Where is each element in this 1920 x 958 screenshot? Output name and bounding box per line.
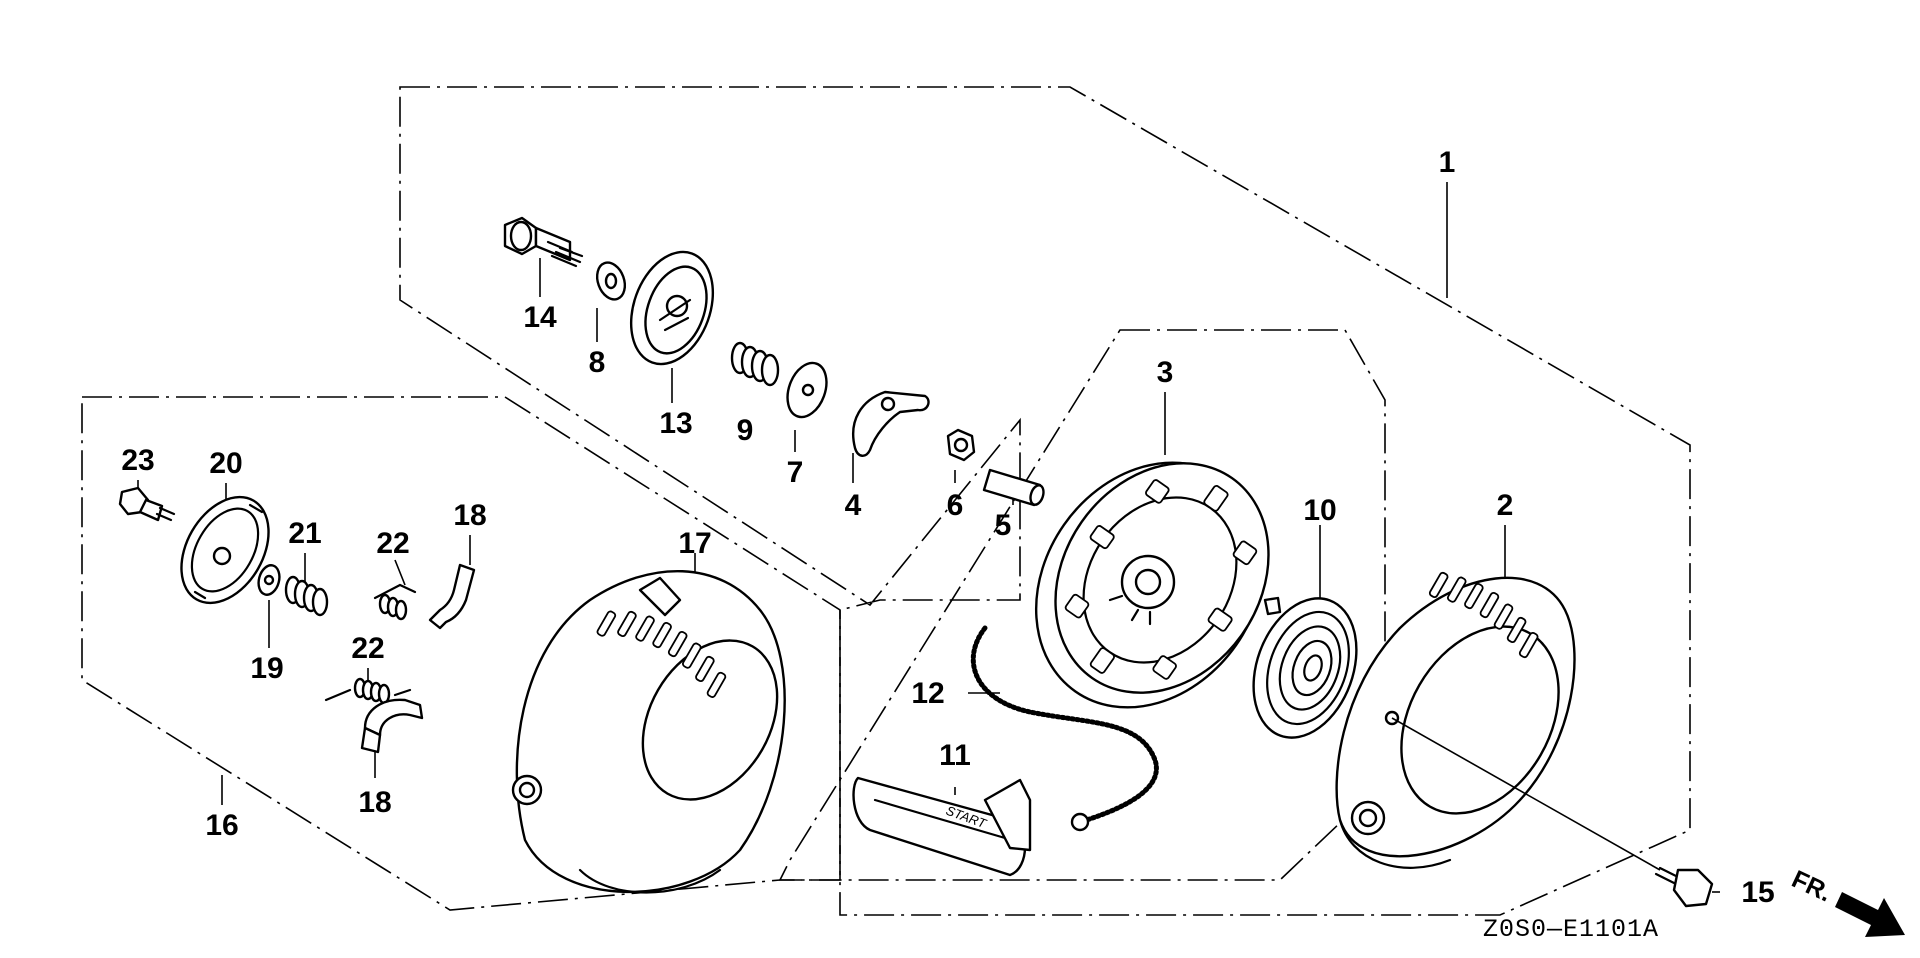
reel-group-boundary [778, 329, 1386, 881]
callout-10: 10 [1303, 494, 1336, 527]
callout-18-lower: 18 [358, 786, 391, 819]
part-5-pin [982, 468, 1045, 507]
callout-22-lower: 22 [351, 632, 384, 665]
part-3-reel [1034, 461, 1270, 709]
part-13-cam-plate [629, 250, 715, 366]
callout-19: 19 [250, 652, 283, 685]
callout-5: 5 [995, 509, 1012, 542]
callout-17: 17 [678, 527, 711, 560]
part-18-tube-upper [428, 563, 476, 630]
part-8-washer [595, 261, 627, 301]
part-20-cam-plate [180, 495, 270, 605]
part-15-flange-bolt [1391, 717, 1714, 908]
part-11-starter-grip: START [852, 776, 1032, 877]
direction-label: FR. [1787, 865, 1835, 907]
part-19-washer [257, 564, 281, 596]
part-21-spring [284, 575, 329, 617]
part-12-starter-rope [970, 625, 1159, 832]
callout-6: 6 [947, 489, 964, 522]
part-7-washer [786, 361, 828, 419]
callout-1: 1 [1439, 146, 1456, 179]
callout-15: 15 [1741, 876, 1774, 909]
assembly-1-boundary [399, 86, 1691, 916]
callout-23: 23 [121, 444, 154, 477]
callout-22-upper: 22 [376, 527, 409, 560]
callout-4: 4 [845, 489, 862, 522]
part-10-recoil-spring [1252, 596, 1358, 739]
front-direction-indicator: FR. [1787, 865, 1905, 937]
assembly-16-boundary [81, 396, 841, 911]
callout-14: 14 [523, 301, 557, 334]
callout-12: 12 [911, 677, 944, 710]
callout-2: 2 [1497, 489, 1514, 522]
part-2-starter-case [1335, 571, 1576, 869]
drawing-code: Z0S0—E1101A [1483, 915, 1659, 944]
callout-18-upper: 18 [453, 499, 486, 532]
callout-21: 21 [288, 517, 321, 550]
part-9-spring [730, 341, 780, 387]
part-14-flange-bolt [503, 216, 584, 268]
callout-3: 3 [1157, 356, 1174, 389]
callout-9: 9 [737, 414, 754, 447]
callout-11: 11 [939, 739, 971, 772]
callout-16: 16 [205, 809, 238, 842]
leader-lines [137, 182, 1720, 893]
part-18-tube-lower [360, 698, 424, 754]
part-17-starter-case [511, 569, 786, 894]
front-arrow-icon [1835, 892, 1905, 937]
callout-20: 20 [209, 447, 242, 480]
part-4-ratchet [852, 390, 930, 457]
callout-7: 7 [787, 456, 804, 489]
callout-labels: 1 2 3 4 5 6 7 8 9 10 11 12 13 14 15 16 1… [121, 146, 1774, 909]
callout-13: 13 [659, 407, 692, 440]
part-22-spring-upper [373, 583, 417, 621]
callout-8: 8 [589, 346, 606, 379]
part-23-bolt [118, 486, 176, 522]
part-6-nut [946, 428, 976, 462]
